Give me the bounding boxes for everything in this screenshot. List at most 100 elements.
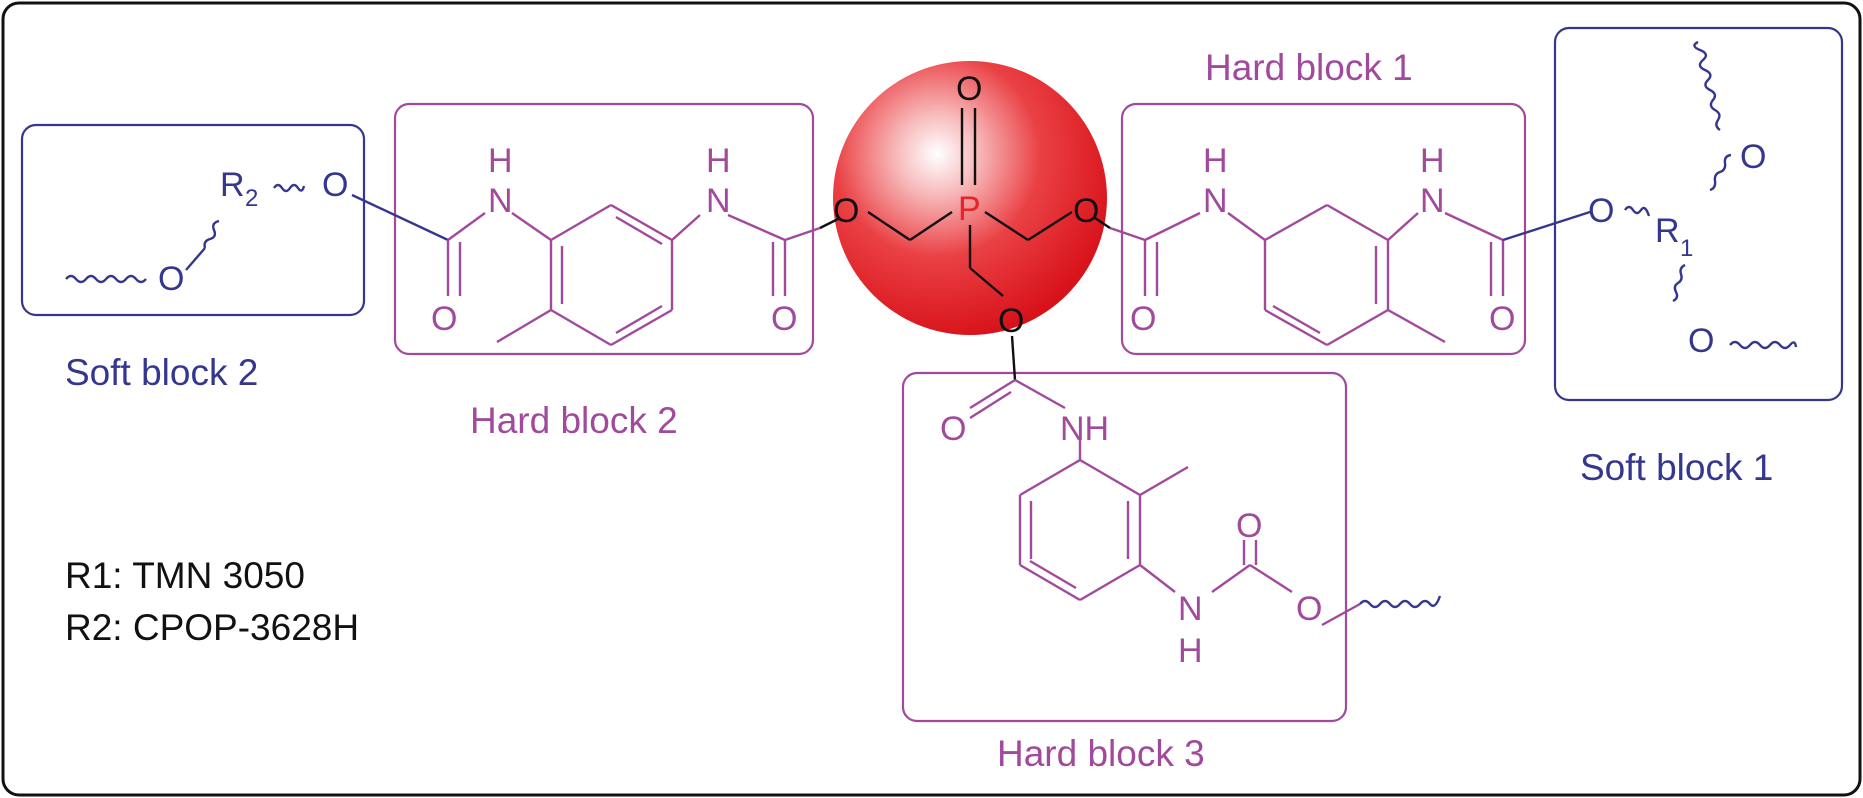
bond (1321, 602, 1361, 627)
bond (1387, 308, 1446, 344)
atom-label: O (1740, 138, 1766, 176)
bond (1387, 212, 1419, 241)
bond (511, 212, 552, 241)
bond (1109, 226, 1146, 242)
soft-block-1-wavy-bond-top (1693, 40, 1721, 131)
atom-label: H (1203, 142, 1228, 180)
atom-label: O (956, 70, 982, 108)
bond (1227, 212, 1266, 241)
atom-label: O (322, 166, 348, 204)
atom-label: N (706, 182, 731, 220)
bond (1272, 304, 1321, 335)
bond (1249, 563, 1293, 594)
bond (1014, 378, 1066, 410)
bond (1139, 564, 1176, 593)
atom-label: O (998, 302, 1024, 340)
hard-block-2-box (393, 102, 815, 356)
bond (784, 226, 821, 242)
bond (610, 203, 673, 242)
bond (185, 247, 206, 271)
bond (615, 215, 663, 246)
bond (496, 308, 552, 344)
hard-block-3-wavy-bond (1359, 595, 1442, 609)
atom-label: H (488, 142, 513, 180)
bond (610, 308, 673, 347)
soft-block-1-wavy-bond-3 (1672, 263, 1686, 303)
bond (1079, 458, 1141, 497)
bond (671, 214, 701, 241)
bond (1019, 563, 1081, 602)
atom-label: O (1489, 300, 1515, 338)
atom-label: O (1130, 300, 1156, 338)
atom-label: O (1588, 192, 1614, 230)
bond (1502, 210, 1591, 242)
bond (351, 193, 449, 242)
hard-block-3-box (901, 371, 1348, 723)
atom-label: O (1073, 192, 1099, 230)
bond (1019, 458, 1081, 497)
bond (550, 308, 612, 347)
bond (615, 304, 663, 335)
hard-block-1-box (1120, 102, 1527, 356)
atom-label: 1 (1680, 235, 1693, 262)
atom-label: O (1236, 507, 1262, 545)
atom-label: 2 (245, 185, 258, 212)
bond (969, 267, 1004, 297)
bond (447, 212, 486, 241)
atom-label: H (706, 142, 731, 180)
bond (1264, 308, 1328, 347)
bond (819, 216, 841, 230)
atom-label: O (431, 300, 457, 338)
bond (1326, 308, 1389, 347)
atom-label: NH (1060, 410, 1109, 448)
soft-block-2-wavy-bond-3 (273, 183, 306, 193)
soft-block-2-wavy-bond-2 (203, 219, 220, 249)
soft-block-2-box (20, 123, 366, 317)
hard-block-1-label: Hard block 1 (1205, 47, 1413, 88)
atom-label: H (1178, 632, 1203, 670)
atom-label: H (1420, 142, 1445, 180)
legend-r2: R2: CPOP-3628H (65, 607, 359, 648)
soft-block-2-label: Soft block 2 (65, 352, 258, 393)
bond (1211, 564, 1251, 593)
atom-label: O (158, 260, 184, 298)
bond (1094, 217, 1111, 229)
bond (1027, 210, 1073, 242)
phosphorus-atom: P (958, 190, 981, 228)
hard-block-3-label: Hard block 3 (997, 733, 1205, 774)
atom-label: R (220, 166, 245, 204)
bond (1010, 335, 1017, 381)
bond (969, 378, 1016, 410)
atom-label: N (1178, 590, 1203, 628)
bond (1029, 559, 1077, 590)
soft-block-1-label: Soft block 1 (1580, 447, 1773, 488)
bond (550, 203, 612, 242)
legend-r1: R1: TMN 3050 (65, 555, 305, 596)
atom-label: O (771, 300, 797, 338)
bond (1264, 203, 1328, 242)
core-sphere (833, 61, 1107, 335)
hard-block-2-label: Hard block 2 (470, 400, 678, 441)
soft-block-1-box (1553, 26, 1844, 402)
atom-label: N (1420, 182, 1445, 220)
bond (1139, 465, 1189, 497)
atom-label: R (1655, 212, 1680, 250)
bond (1079, 563, 1141, 602)
soft-block-2-wavy-bond (65, 274, 147, 284)
bond (1444, 211, 1504, 242)
atom-label: N (1203, 182, 1228, 220)
atom-label: O (1688, 322, 1714, 360)
bond (1144, 211, 1201, 242)
bond (984, 210, 1029, 242)
atom-label: O (1296, 590, 1322, 628)
soft-block-1-wavy-bond-bottom (1729, 340, 1798, 350)
bond (867, 211, 911, 241)
atom-label: O (940, 410, 966, 448)
atom-label: N (488, 182, 513, 220)
bond (909, 211, 953, 241)
bond (727, 213, 786, 242)
soft-block-1-wavy-bond-2 (1709, 153, 1732, 192)
bond (1326, 203, 1389, 242)
